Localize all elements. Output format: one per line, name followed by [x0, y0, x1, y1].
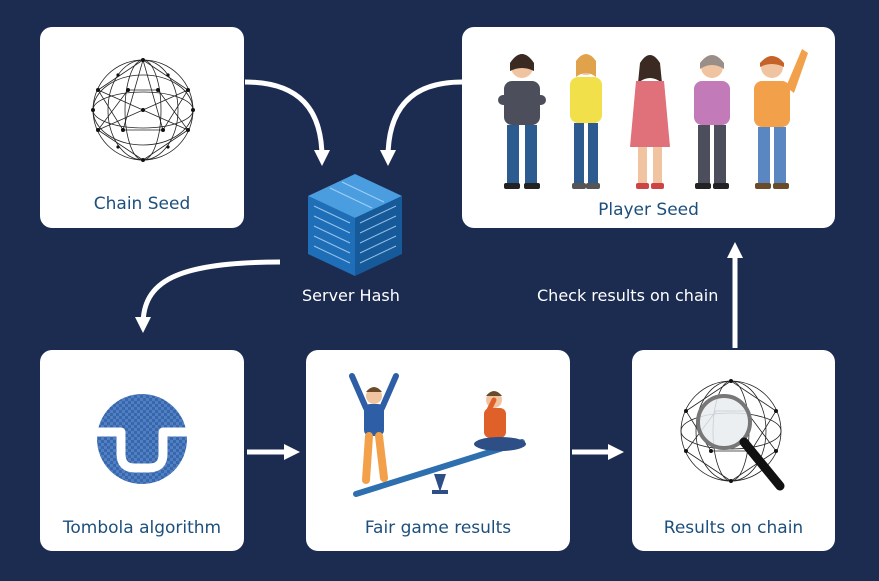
node-fair-game-results: Fair game results [306, 350, 570, 551]
arrow-chain-to-hash [244, 79, 330, 166]
chain-seed-label: Chain Seed [93, 194, 191, 214]
results-on-chain-label: Results on chain [663, 518, 804, 538]
tombola-logo-icon [97, 394, 187, 484]
fair-game-results-label: Fair game results [364, 518, 512, 538]
geodesic-sphere-icon [91, 58, 195, 162]
seesaw-illustration [349, 373, 526, 497]
player-seed-label: Player Seed [598, 200, 699, 220]
tombola-algorithm-label: Tombola algorithm [62, 518, 222, 538]
hash-cube-icon [308, 174, 402, 276]
arrow-hash-to-tombola [135, 259, 281, 333]
check-results-label: Check results on chain [537, 286, 719, 305]
magnifier-handle [739, 437, 785, 491]
node-tombola-algorithm: Tombola algorithm [40, 350, 244, 551]
node-chain-seed: Chain Seed [40, 27, 244, 228]
players-group-illustration [498, 49, 808, 189]
arrow-player-to-hash [380, 79, 463, 166]
node-player-seed: Player Seed [462, 27, 835, 228]
node-results-on-chain: Results on chain [632, 350, 835, 551]
server-hash-label: Server Hash [302, 286, 400, 305]
magnifier-lens [696, 394, 752, 450]
magnified-sphere-icon [680, 379, 785, 491]
